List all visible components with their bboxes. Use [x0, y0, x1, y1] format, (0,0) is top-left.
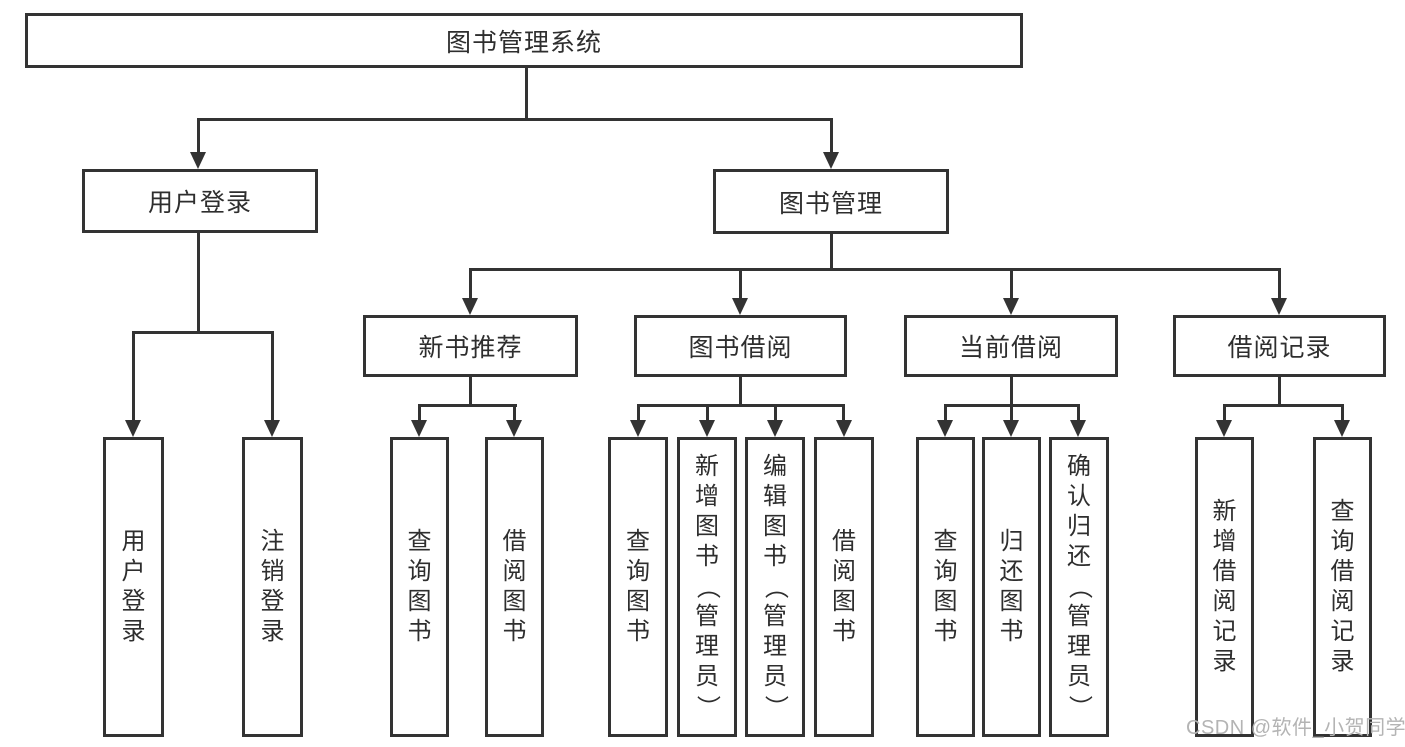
- leaf-recommend-borrow-books-label: 借阅图书: [502, 528, 527, 645]
- leaf-current-query-books-label: 查询图书: [933, 528, 958, 645]
- node-current-borrowing: 当前借阅: [904, 315, 1118, 377]
- leaf-borrow-books-label: 借阅图书: [832, 528, 856, 645]
- arrow-down-icon: [125, 420, 141, 437]
- leaf-edit-books-admin-label: 编辑图书（管理员）: [762, 453, 789, 720]
- connector-line: [469, 268, 1281, 271]
- connector-line: [1278, 271, 1281, 299]
- leaf-confirm-return-admin: 确认归还（管理员）: [1049, 437, 1109, 737]
- node-borrowing-records: 借阅记录: [1173, 315, 1386, 377]
- arrow-down-icon: [836, 420, 852, 437]
- connector-line: [197, 121, 200, 154]
- arrow-down-icon: [767, 420, 783, 437]
- node-book-management-label: 图书管理: [778, 189, 883, 218]
- leaf-edit-books-admin: 编辑图书（管理员）: [745, 437, 805, 737]
- leaf-current-query-books: 查询图书: [916, 437, 975, 737]
- connector-line: [1010, 271, 1013, 299]
- arrow-down-icon: [506, 420, 522, 437]
- arrow-down-icon: [190, 152, 206, 169]
- arrow-down-icon: [699, 420, 715, 437]
- leaf-add-books-admin: 新增图书（管理员）: [677, 437, 737, 737]
- arrow-down-icon: [732, 298, 748, 315]
- leaf-recommend-query-books: 查询图书: [390, 437, 449, 737]
- connector-line: [197, 118, 833, 121]
- arrow-down-icon: [462, 298, 478, 315]
- arrow-down-icon: [1070, 420, 1086, 437]
- node-book-borrowing: 图书借阅: [634, 315, 847, 377]
- connector-line: [774, 407, 777, 420]
- node-current-borrowing-label: 当前借阅: [958, 334, 1063, 362]
- leaf-query-borrow-record: 查询借阅记录: [1313, 437, 1372, 737]
- leaf-add-borrow-record-label: 新增借阅记录: [1212, 498, 1237, 675]
- leaf-borrow-query-books-label: 查询图书: [626, 528, 650, 645]
- node-new-book-recommendation-label: 新书推荐: [418, 334, 523, 362]
- connector-line: [944, 407, 947, 420]
- connector-line: [706, 407, 709, 420]
- node-new-book-recommendation: 新书推荐: [363, 315, 578, 377]
- connector-line: [1010, 407, 1013, 420]
- leaf-return-books: 归还图书: [982, 437, 1041, 737]
- connector-line: [739, 377, 742, 404]
- leaf-confirm-return-admin-label: 确认归还（管理员）: [1066, 453, 1093, 720]
- connector-line: [1341, 407, 1344, 420]
- connector-line: [418, 407, 421, 420]
- leaf-borrow-query-books: 查询图书: [608, 437, 668, 737]
- connector-line: [1223, 404, 1344, 407]
- connector-line: [418, 404, 517, 407]
- leaf-logout-label: 注销登录: [260, 528, 285, 645]
- leaf-user-login-label: 用户登录: [121, 528, 146, 645]
- node-root-label: 图书管理系统: [445, 28, 602, 57]
- arrow-down-icon: [823, 152, 839, 169]
- arrow-down-icon: [1003, 420, 1019, 437]
- connector-line: [525, 68, 528, 118]
- connector-line: [1223, 407, 1226, 420]
- csdn-watermark: CSDN @软件_小贺同学: [1186, 717, 1405, 739]
- connector-line: [197, 233, 200, 331]
- arrow-down-icon: [1216, 420, 1232, 437]
- connector-line: [1278, 377, 1281, 404]
- connector-line: [469, 377, 472, 404]
- connector-line: [132, 334, 135, 420]
- leaf-recommend-query-books-label: 查询图书: [407, 528, 432, 645]
- leaf-return-books-label: 归还图书: [999, 528, 1024, 645]
- leaf-add-books-admin-label: 新增图书（管理员）: [694, 453, 721, 720]
- node-book-borrowing-label: 图书借阅: [688, 334, 793, 362]
- arrow-down-icon: [264, 420, 280, 437]
- connector-line: [637, 404, 845, 407]
- connector-line: [637, 407, 640, 420]
- connector-line: [830, 234, 833, 268]
- leaf-recommend-borrow-books: 借阅图书: [485, 437, 544, 737]
- leaf-logout: 注销登录: [242, 437, 303, 737]
- connector-line: [1010, 377, 1013, 404]
- connector-line: [132, 331, 274, 334]
- connector-line: [469, 271, 472, 299]
- leaf-query-borrow-record-label: 查询借阅记录: [1330, 498, 1355, 675]
- arrow-down-icon: [1271, 298, 1287, 315]
- arrow-down-icon: [630, 420, 646, 437]
- node-user-login: 用户登录: [82, 169, 318, 233]
- leaf-add-borrow-record: 新增借阅记录: [1195, 437, 1254, 737]
- leaf-user-login: 用户登录: [103, 437, 164, 737]
- connector-line: [739, 271, 742, 299]
- node-root: 图书管理系统: [25, 13, 1023, 68]
- connector-line: [271, 334, 274, 420]
- node-borrowing-records-label: 借阅记录: [1227, 334, 1332, 362]
- leaf-borrow-books: 借阅图书: [814, 437, 874, 737]
- arrow-down-icon: [937, 420, 953, 437]
- node-book-management: 图书管理: [713, 169, 949, 234]
- connector-line: [830, 121, 833, 154]
- arrow-down-icon: [411, 420, 427, 437]
- arrow-down-icon: [1003, 298, 1019, 315]
- arrow-down-icon: [1334, 420, 1350, 437]
- connector-line: [842, 407, 845, 420]
- node-user-login-label: 用户登录: [147, 189, 252, 217]
- connector-line: [1077, 407, 1080, 420]
- connector-line: [513, 407, 516, 420]
- connector-line: [944, 404, 1080, 407]
